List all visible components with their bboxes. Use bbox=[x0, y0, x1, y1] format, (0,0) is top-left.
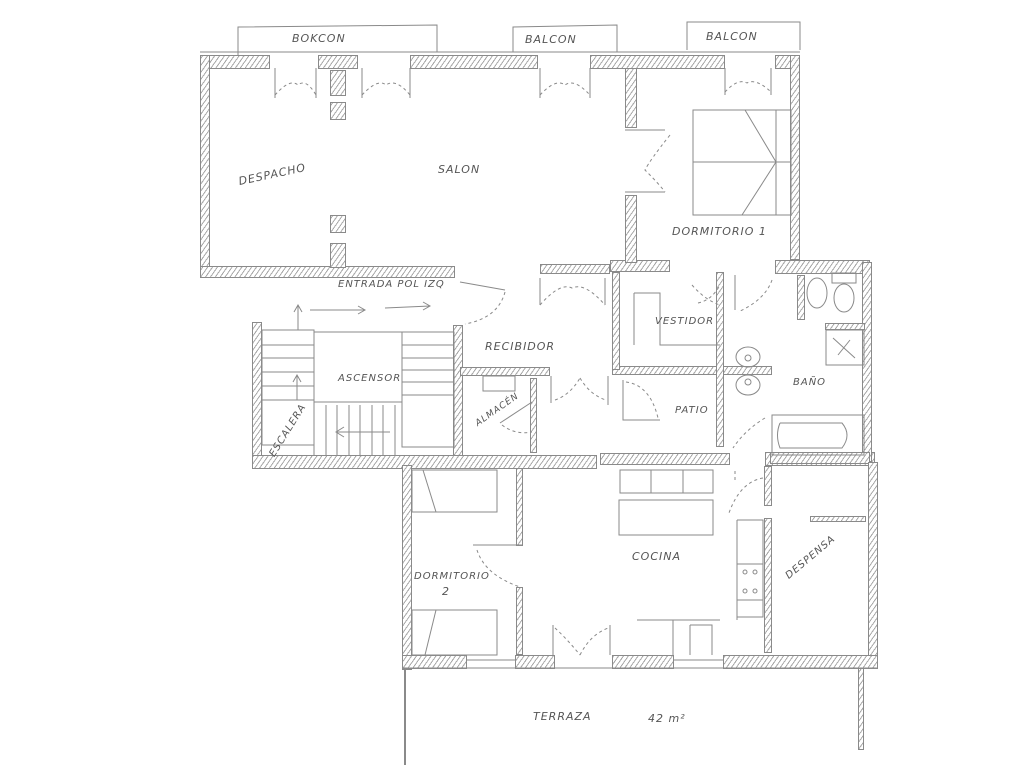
label-terraza-area: 42 m² bbox=[648, 712, 686, 725]
label-vestidor: VESTIDOR bbox=[655, 316, 715, 327]
label-dormitorio1: DORMITORIO 1 bbox=[672, 225, 767, 238]
wall-despensa-left-a bbox=[764, 466, 772, 506]
label-balcony-left: BOKCON bbox=[292, 32, 346, 45]
wall-mid-bottom-center bbox=[600, 453, 730, 465]
wall-almacen-right bbox=[530, 378, 537, 453]
wall-terraza-left bbox=[404, 668, 406, 765]
wall-mid-bottom-left bbox=[252, 455, 597, 469]
wall-vestidor-left bbox=[612, 272, 620, 370]
wall-top-mid bbox=[410, 55, 538, 69]
wall-top-pillar bbox=[318, 55, 358, 69]
label-cocina: COCINA bbox=[632, 550, 682, 563]
wall-bottom-salon-right bbox=[540, 264, 610, 274]
label-balcony-center: BALCON bbox=[525, 33, 577, 46]
wall-dorm1-left-a bbox=[625, 68, 637, 128]
label-patio: PATIO bbox=[675, 405, 709, 416]
wall-lower-left bbox=[402, 465, 412, 670]
wall-bottom-dorm1 bbox=[610, 260, 670, 272]
wall-dorm1-left-b bbox=[625, 195, 637, 263]
label-bano: BAÑO bbox=[793, 377, 827, 388]
label-balcony-right: BALCON bbox=[706, 30, 758, 43]
pillar-1 bbox=[330, 70, 346, 96]
wall-top-right bbox=[590, 55, 725, 69]
label-entrada: ENTRADA POL IZQ bbox=[338, 279, 445, 290]
wall-despensa-left-b bbox=[764, 518, 772, 653]
pillar-3 bbox=[330, 215, 346, 233]
wall-dorm2-right-b bbox=[516, 587, 523, 655]
wall-bottom-salon bbox=[200, 266, 455, 278]
label-terraza: TERRAZA bbox=[533, 710, 592, 723]
label-recibidor: RECIBIDOR bbox=[485, 340, 556, 353]
wall-recibidor-bottom-r bbox=[612, 366, 772, 375]
pillar-2 bbox=[330, 102, 346, 120]
shelf-despensa bbox=[810, 516, 866, 522]
pillar-4 bbox=[330, 243, 346, 268]
label-ascensor: ASCENSOR bbox=[338, 373, 402, 384]
label-salon: SALON bbox=[438, 163, 481, 176]
wall-vestidor-right bbox=[716, 272, 724, 447]
label-dormitorio2: DORMITORIO bbox=[414, 571, 490, 582]
label-dormitorio2-number: 2 bbox=[442, 585, 450, 598]
wall-bano-divider bbox=[797, 275, 805, 320]
